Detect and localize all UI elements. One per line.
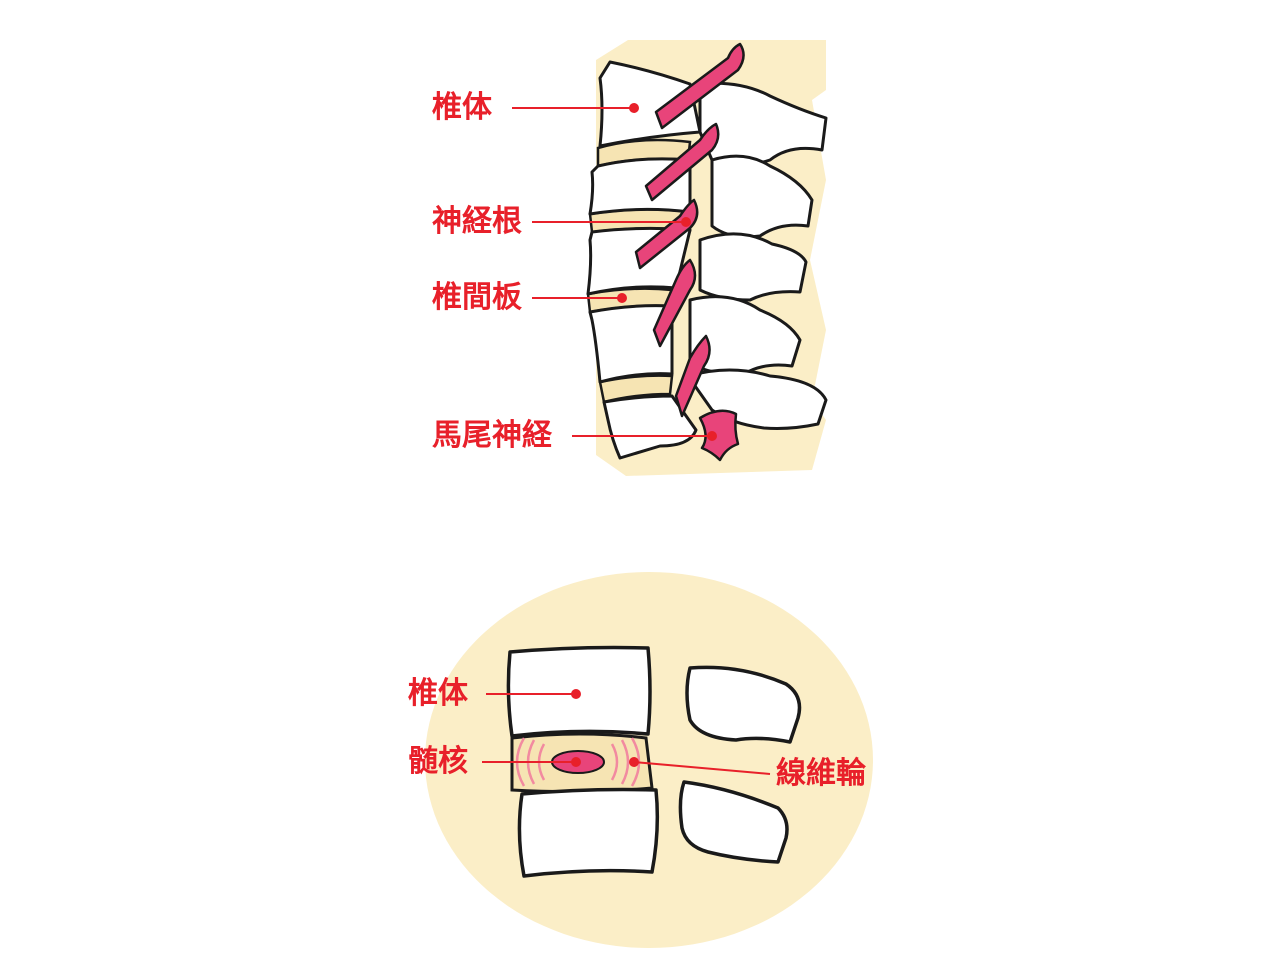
label-intervertebral-disc: 椎間板 [432,280,522,316]
label-nerve-root: 神経根 [432,204,522,240]
label-nucleus-pulposus: 髄核 [408,744,468,780]
dot-cauda-equina [707,431,717,441]
dot-nerve-root [681,217,691,227]
dot-vertebral-body [629,103,639,113]
label-cauda-equina: 馬尾神経 [432,418,552,454]
dot-disc [617,293,627,303]
label-vertebral-body-bottom: 椎体 [408,676,468,712]
lower-vertebral-body [519,790,657,877]
spine-side-view [512,40,826,476]
label-annulus-fibrosus: 線維輪 [776,756,866,792]
label-vertebral-body-top: 椎体 [432,90,492,126]
